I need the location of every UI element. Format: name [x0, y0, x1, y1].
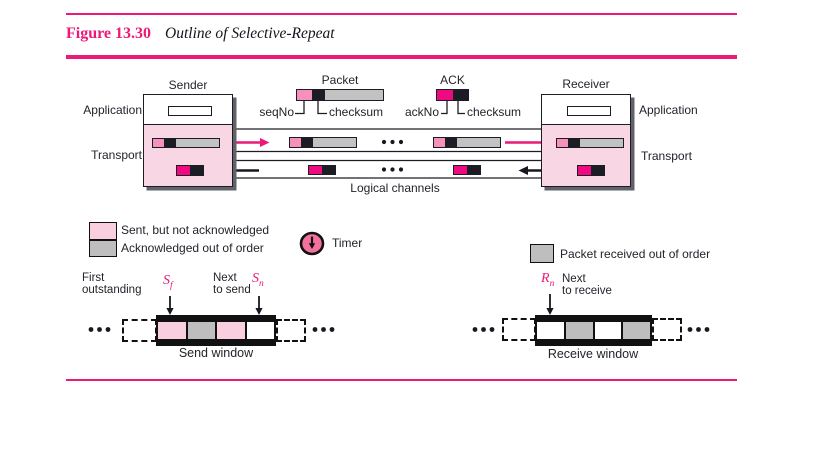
first-outstanding-line1: First — [82, 272, 105, 284]
window-cell-pink — [217, 321, 245, 339]
next-to-receive-line2: to receive — [562, 285, 612, 297]
window-cell-white — [537, 321, 564, 339]
transport-label-right: Transport — [641, 149, 692, 163]
channel-packets-ellipsis-dots — [381, 139, 404, 145]
receive-window-left-dashed-box — [502, 318, 536, 341]
receiver-title: Receiver — [562, 77, 610, 91]
receive-window-right-dashed-box — [652, 318, 682, 341]
sender-transport-layer — [144, 125, 232, 186]
title-underline-rule — [66, 55, 737, 59]
window-cell-gray — [623, 321, 650, 339]
receive-window-label: Receive window — [547, 347, 639, 361]
sender-title: Sender — [168, 78, 208, 92]
sn-pointer-arrow — [255, 296, 263, 315]
sf-variable: Sf — [163, 273, 173, 291]
figure-title: Outline of Selective-Repeat — [165, 25, 335, 42]
window-cell-pink — [158, 321, 186, 339]
send-window-right-dashed-box — [276, 318, 306, 342]
ack-checksum-label: checksum — [467, 105, 522, 119]
receive-window-frame — [535, 314, 652, 346]
rn-pointer-arrow — [546, 294, 554, 315]
send-window-left-dashed-box — [122, 318, 157, 342]
bottom-rule — [66, 379, 737, 381]
receiver-message-rect — [567, 106, 611, 116]
legend-acked-label: Acknowledged out of order — [121, 241, 264, 255]
channel-packet-bar-2 — [433, 137, 501, 148]
legend-swatch-acked — [89, 239, 117, 257]
receiver-application-layer — [542, 95, 630, 125]
channel-packet-bar-1 — [289, 137, 357, 148]
logical-channels-label: Logical channels — [350, 181, 440, 195]
seqno-label: seqNo — [259, 105, 294, 119]
legend-swatch-sent — [89, 222, 117, 240]
receiver-packet-bar — [556, 137, 624, 148]
send-window-label: Send window — [178, 346, 254, 360]
packet-checksum-connector — [317, 100, 327, 115]
window-cell-white — [594, 321, 622, 339]
application-label-right: Application — [639, 103, 698, 117]
transport-label-left: Transport — [91, 148, 142, 162]
legend-sent-label: Sent, but not acknowledged — [121, 223, 270, 237]
send-window-frame — [156, 314, 276, 346]
ackno-label: ackNo — [404, 105, 439, 119]
ackno-connector — [441, 100, 448, 115]
legend-swatch-received — [530, 244, 554, 263]
application-label-left: Application — [83, 103, 142, 117]
figure-caption: Figure 13.30 Outline of Selective-Repeat — [66, 25, 335, 43]
first-outstanding-label: First outstanding — [82, 272, 141, 296]
window-cell-white — [246, 321, 274, 339]
window-cell-gray — [565, 321, 593, 339]
next-to-send-line1: Next — [213, 272, 237, 284]
sender-packet-bar — [152, 137, 220, 148]
send-window-right-ellipsis-dots — [312, 327, 335, 332]
ack-checksum-connector — [457, 100, 465, 115]
sf-pointer-arrow — [166, 296, 174, 315]
receive-window-left-ellipsis-dots — [472, 327, 495, 332]
sender-message-rect — [168, 106, 212, 116]
next-to-receive-label: Next to receive — [562, 273, 612, 297]
next-to-send-label: Next to send — [213, 272, 251, 296]
receiver-transport-layer — [542, 125, 630, 186]
receiver-ack-bar — [577, 165, 605, 176]
legend-received-label: Packet received out of order — [560, 247, 711, 261]
next-to-receive-line1: Next — [562, 273, 586, 285]
sn-variable: Sn — [252, 271, 264, 289]
timer-label: Timer — [332, 236, 363, 250]
channel-ack-bar-1 — [308, 164, 336, 175]
next-to-send-line2: to send — [213, 284, 251, 296]
packet-annotation-bar — [296, 89, 384, 101]
top-rule — [66, 13, 737, 15]
ack-annotation-bar — [436, 89, 469, 101]
rn-variable: Rn — [541, 271, 555, 289]
channel-acks-ellipsis-dots — [381, 167, 404, 172]
packet-annotation-title: Packet — [321, 73, 359, 87]
ack-annotation-title: ACK — [440, 73, 465, 87]
first-outstanding-line2: outstanding — [82, 284, 142, 296]
send-window-left-ellipsis-dots — [88, 327, 111, 332]
receive-window-right-ellipsis-dots — [687, 327, 710, 332]
sender-application-layer — [144, 95, 232, 125]
seqno-connector — [295, 100, 305, 115]
channel-ack-bar-2 — [453, 164, 481, 175]
figure-number: Figure 13.30 — [66, 25, 152, 42]
timer-icon — [299, 231, 325, 256]
sender-ack-bar — [176, 165, 204, 176]
window-cell-gray — [187, 321, 215, 339]
packet-checksum-label: checksum — [329, 105, 384, 119]
